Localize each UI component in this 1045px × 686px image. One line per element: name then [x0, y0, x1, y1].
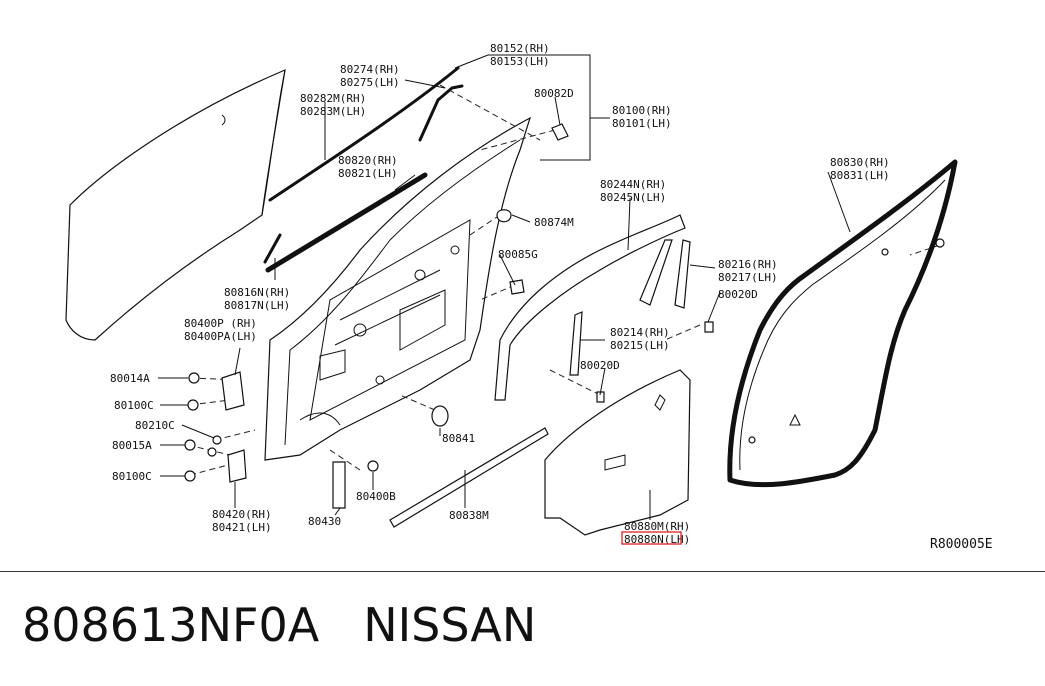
diagram-code: R800005E	[930, 537, 993, 552]
parts-diagram: 80152(RH)80153(LH) 80274(RH)80275(LH) 80…	[65, 42, 993, 552]
callout-c12: 80020D	[718, 288, 758, 301]
callout-c1: 80152(RH)80153(LH)	[490, 42, 550, 68]
callout-c13: 80816N(RH)80817N(LH)	[224, 286, 290, 312]
channel-trims	[569, 239, 691, 376]
callout-c21: 80100C	[112, 470, 152, 483]
door-outer-panel	[65, 69, 286, 341]
callout-c15: 80214(RH)80215(LH)	[610, 326, 670, 352]
callout-labels: 80152(RH)80153(LH) 80274(RH)80275(LH) 80…	[110, 42, 993, 552]
callout-c17: 80014A	[110, 372, 150, 385]
callout-c11: 80216(RH)80217(LH)	[718, 258, 778, 284]
callout-c20: 80015A	[112, 439, 152, 452]
callout-c10: 80085G	[498, 248, 538, 261]
callout-c3: 80282M(RH)80283M(LH)	[300, 92, 366, 118]
belt-moldings	[263, 66, 464, 273]
sealing-screen	[544, 369, 691, 536]
brand-name: NISSAN	[363, 598, 537, 652]
callout-c18: 80100C	[114, 399, 154, 412]
door-weatherstrip	[727, 159, 958, 488]
callout-c6: 80820(RH)80821(LH)	[338, 154, 398, 180]
front-sash-trim	[494, 214, 686, 401]
callout-c14: 80400P (RH)80400PA(LH)	[184, 317, 257, 343]
highlight-box	[621, 531, 682, 545]
footer-caption: 808613NF0A NISSAN	[22, 598, 536, 652]
door-inner-frame	[264, 116, 532, 461]
callout-c4: 80082D	[534, 87, 574, 100]
callout-c16: 80020D	[580, 359, 620, 372]
callout-leaders	[158, 54, 851, 520]
callout-c25: 80838M	[449, 509, 489, 522]
fasteners	[332, 123, 945, 509]
callout-c26: 80420(RH)80421(LH)	[212, 508, 272, 534]
callout-c5: 80100(RH)80101(LH)	[612, 104, 672, 130]
footer-divider	[0, 571, 1045, 572]
lower-hinge	[184, 435, 247, 483]
callout-c19: 80210C	[135, 419, 175, 432]
callout-c24: 80430	[308, 515, 341, 528]
callout-c22: 80841	[442, 432, 475, 445]
callout-c27: 80880M(RH)80880N(LH)	[624, 520, 690, 546]
callout-c7: 80244N(RH)80245N(LH)	[600, 178, 666, 204]
upper-hinge	[187, 371, 245, 411]
callout-c8: 80830(RH)80831(LH)	[830, 156, 890, 182]
sill-molding	[389, 427, 549, 528]
callout-c23: 80400B	[356, 490, 396, 503]
callout-c2: 80274(RH)80275(LH)	[340, 63, 400, 89]
part-number: 808613NF0A	[22, 598, 320, 652]
callout-c9: 80874M	[534, 216, 574, 229]
